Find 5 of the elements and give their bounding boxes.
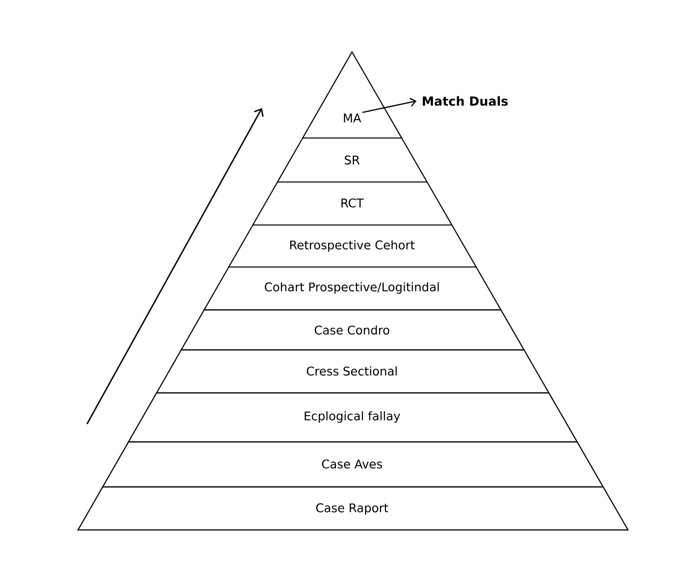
level-label: Match Duals [422, 96, 508, 106]
arrow [362, 98, 416, 114]
pyramid-level: SR [276, 137, 428, 183]
pyramid-level: Ecplogical fallay [128, 392, 578, 443]
pyramid-level: Case Raport [77, 486, 629, 531]
